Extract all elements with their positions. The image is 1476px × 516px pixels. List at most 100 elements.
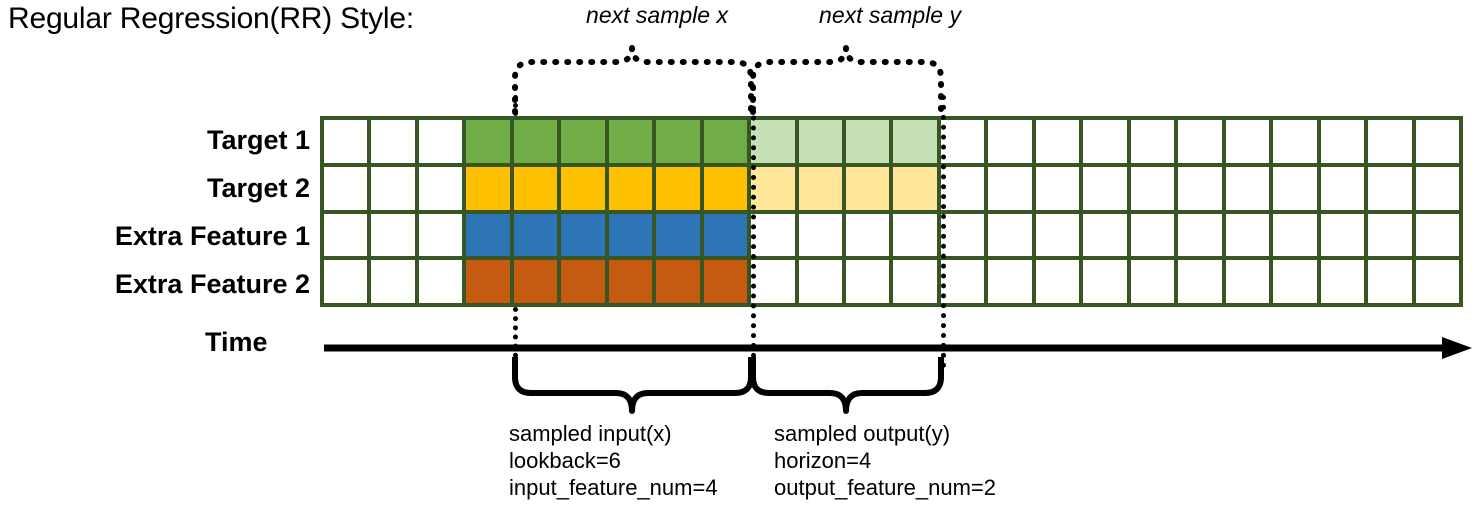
grid-cell [1368,213,1412,257]
grid-cell [1130,213,1175,257]
grid-cell [751,213,795,257]
sampled-output-line-1: sampled output(y) [774,421,951,446]
grid-cell [1083,120,1127,163]
grid-cell [1178,260,1222,303]
grid-cell [1130,120,1175,163]
grid-cell [751,260,795,303]
grid-cell [466,166,510,210]
grid-cell [1273,166,1317,210]
row-label-target-1: Target 1 [206,125,310,155]
guide-line-split [751,86,756,368]
grid-cell [940,260,985,303]
grid-cell [371,260,415,303]
brace-sampled-output [750,357,944,414]
grid-cell [893,213,937,257]
annotation-sampled-output: sampled output(y) horizon=4 output_featu… [774,420,996,501]
grid-cell [561,166,605,210]
grid-cell [1083,213,1127,257]
annotation-next-sample-y: next sample y [819,2,961,28]
grid-cell [940,166,985,210]
grid-cell [893,120,937,163]
grid-cell [940,120,985,163]
grid-cell [324,213,368,257]
grid-cell [1035,166,1080,210]
grid-cell [1178,213,1222,257]
grid-cell [1415,166,1459,210]
row-label-extra-feature-2: Extra Feature 2 [114,269,310,299]
brace-next-sample-x [512,47,754,115]
row-label-target-2: Target 2 [206,173,310,203]
sampled-input-line-2: lookback=6 [509,448,621,473]
grid-cell [1225,260,1270,303]
grid-cell [846,213,890,257]
grid-cell [798,213,843,257]
grid-cell [846,260,890,303]
grid-cell [703,260,748,303]
grid-cell [1320,166,1365,210]
annotation-next-sample-x: next sample x [586,2,728,28]
grid-cell [1225,213,1270,257]
grid-cell [751,120,795,163]
grid-cell [656,213,700,257]
grid-cell [988,260,1032,303]
grid-cell [608,120,653,163]
grid-cell [371,166,415,210]
sampled-input-line-3: input_feature_num=4 [509,475,718,500]
grid-cell [1273,213,1317,257]
grid-cell [1083,260,1127,303]
grid-cell [1415,120,1459,163]
grid-cell [466,213,510,257]
sampled-output-line-2: horizon=4 [774,448,872,473]
grid-cell [1035,213,1080,257]
grid-cell [656,120,700,163]
grid-cell [1273,260,1317,303]
grid-cell [988,166,1032,210]
grid-cell [846,166,890,210]
grid-cell [466,260,510,303]
grid-cell [1178,166,1222,210]
grid-cell [371,120,415,163]
grid-cell [1368,166,1412,210]
grid-cell [656,166,700,210]
grid-cell [513,166,558,210]
grid-cell [893,260,937,303]
grid-cell [608,213,653,257]
grid-cell [1083,166,1127,210]
grid-cell [703,166,748,210]
grid-cell [513,120,558,163]
grid-cell [1320,120,1365,163]
time-axis-label: Time [205,327,268,357]
grid-cell [1415,260,1459,303]
grid-cell [1130,166,1175,210]
grid-cell [324,120,368,163]
grid-cell [1415,213,1459,257]
guide-line-input-start-lower [513,307,518,367]
grid-cell [1035,120,1080,163]
grid-cell [1320,213,1365,257]
page-title: Regular Regression(RR) Style: [8,2,415,35]
grid-cell [798,166,843,210]
grid-cell [513,260,558,303]
sampled-input-line-1: sampled input(x) [509,421,672,446]
grid-cell [1225,166,1270,210]
grid-cell [798,260,843,303]
grid-cell [561,213,605,257]
grid-cell [561,120,605,163]
grid-cell [608,166,653,210]
grid-cell [513,213,558,257]
grid-cell [846,120,890,163]
grid-cell [1368,260,1412,303]
brace-next-sample-y [750,47,944,115]
grid-cell [324,166,368,210]
grid-cell [371,213,415,257]
time-axis-arrow [324,337,1472,359]
grid-cell [561,260,605,303]
grid-cell [703,213,748,257]
grid-cell [608,260,653,303]
grid-cell [1178,120,1222,163]
grid-cell [751,166,795,210]
grid-cell [1225,120,1270,163]
annotation-sampled-input: sampled input(x) lookback=6 input_featur… [509,420,718,501]
guide-line-output-end [941,95,946,368]
grid-cell [1035,260,1080,303]
